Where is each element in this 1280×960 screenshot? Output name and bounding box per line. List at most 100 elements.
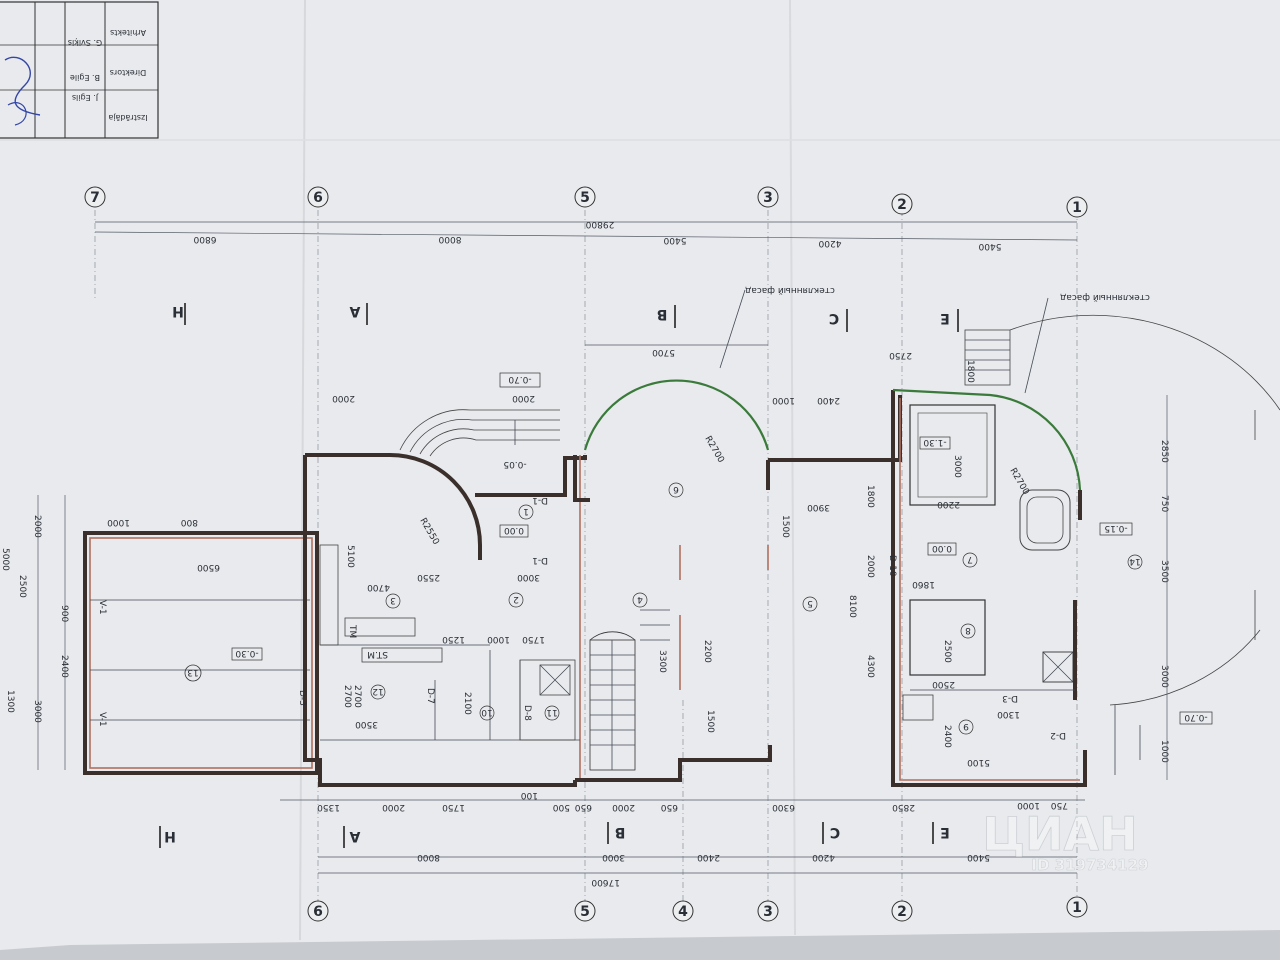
door-label: D-1 xyxy=(532,555,548,565)
title-row-architect: Arhitekts xyxy=(110,28,146,37)
room-number: 11 xyxy=(546,707,557,717)
door-label: D-3 xyxy=(1002,693,1018,703)
door-label: D-1 xyxy=(532,495,548,505)
equipment-label: V-1 xyxy=(97,712,107,727)
interior-dimensions: 5700 2000 2000 2400 1000 2750 1800 5100 … xyxy=(332,344,1169,780)
dim-bottom-detail: 2850 xyxy=(892,802,915,812)
axis-label-top: 7 xyxy=(90,190,100,206)
level-mark: -0.05 xyxy=(503,459,526,469)
level-mark: -0.30 xyxy=(235,648,259,658)
dim-inner: 3000 xyxy=(32,700,42,723)
dim-top-segment: 4200 xyxy=(818,238,841,248)
dim-inner: 2400 xyxy=(59,655,69,678)
room-number: 3 xyxy=(390,595,396,605)
top-axis-markers: 7 6 5 3 2 1 xyxy=(84,186,1088,218)
door-label: D-10 xyxy=(887,555,897,577)
section-mark: E xyxy=(940,824,950,840)
door-label: D-2 xyxy=(1050,730,1066,740)
room-number: 10 xyxy=(481,707,493,717)
dim-inner: 3000 xyxy=(952,455,962,478)
dim-inner: 2200 xyxy=(937,499,960,509)
level-mark: -1.30 xyxy=(923,437,947,447)
section-mark: E xyxy=(940,310,950,326)
dim-inner: 3300 xyxy=(657,650,667,673)
right-block xyxy=(891,314,1280,787)
dim-inner: 2700 xyxy=(352,685,362,708)
room-number: 13 xyxy=(187,667,198,677)
dim-inner: 1860 xyxy=(912,579,935,589)
dim-inner: 2000 xyxy=(332,393,355,403)
dim-inner: 5000 xyxy=(0,548,10,571)
watermark: ЦИАН ID 319734129 xyxy=(982,807,1149,875)
dim-top-segment: 5400 xyxy=(663,235,686,245)
room-number: 4 xyxy=(637,594,643,604)
title-row-developer: Izstrādāja xyxy=(108,113,147,122)
dim-bottom-detail: 2000 xyxy=(612,802,635,812)
dim-bottom-detail: 650 xyxy=(661,802,678,812)
dim-bottom-detail: 500 xyxy=(553,802,570,812)
room-number: 6 xyxy=(673,484,679,494)
room-number-circle xyxy=(184,664,202,682)
dim-inner: 3000 xyxy=(1159,665,1169,688)
door-label: D-7 xyxy=(425,688,435,704)
dim-inner: 1300 xyxy=(997,709,1020,719)
dim-inner: 6500 xyxy=(197,562,220,572)
bottom-axis-markers: 6 5 4 3 2 1 xyxy=(307,896,1088,922)
dim-top-segment: 5400 xyxy=(978,241,1001,251)
glass-facade-arc xyxy=(892,388,1082,491)
dim-inner: 2500 xyxy=(942,640,952,663)
dim-inner: 2200 xyxy=(702,640,712,663)
bottom-dimension-chain: 8000 3000 2400 4200 5400 17600 1350 2000… xyxy=(280,790,1085,887)
level-marks: -0.70 -0.05 0.00 0.00 -0.15 -0.70 -1.30 xyxy=(499,372,1213,725)
section-mark: C xyxy=(829,310,839,326)
equipment-label: TM xyxy=(347,624,357,638)
dim-inner: 1800 xyxy=(865,485,875,508)
room-number: 5 xyxy=(807,598,813,608)
axis-label-bottom: 4 xyxy=(678,904,688,920)
room-number: 14 xyxy=(1129,556,1141,566)
room-number: 9 xyxy=(963,721,969,731)
note-glass-facade-2: стеклянный фасад xyxy=(1060,292,1150,302)
dim-inner: 2400 xyxy=(817,395,840,405)
dim-inner: 1500 xyxy=(705,710,715,733)
dim-inner: 2850 xyxy=(1159,440,1169,463)
top-dimension-chain: 29800 6800 8000 5400 4200 5400 xyxy=(94,219,1078,251)
axis-label-bottom: 1 xyxy=(1072,900,1082,916)
central-block xyxy=(303,379,902,787)
dim-top-segment: 6800 xyxy=(193,234,216,244)
dim-inner: 1000 xyxy=(107,517,130,527)
room-number: 2 xyxy=(513,594,519,604)
dim-inner: 2500 xyxy=(17,575,27,598)
dim-inner: 1000 xyxy=(772,395,795,405)
level-mark: 0.00 xyxy=(504,525,524,535)
title-name-architect: B. Egile xyxy=(70,73,100,82)
section-mark: H xyxy=(164,828,176,844)
dim-inner: 2400 xyxy=(942,725,952,748)
dim-inner: 1000 xyxy=(1159,740,1169,763)
section-mark: C xyxy=(830,824,840,840)
dim-bottom-detail: 2000 xyxy=(382,802,405,812)
paper-fold xyxy=(789,0,796,936)
title-name-developer: G. Sviķis xyxy=(68,37,102,47)
axis-label-bottom: 6 xyxy=(313,904,323,920)
dim-bottom-detail: 1000 xyxy=(1017,800,1040,810)
door-labels: D-1 D-1 D-2 D-3 D-3 D-7 D-8 D-10 TM ST.M xyxy=(297,495,1066,740)
dim-inner: 2100 xyxy=(462,692,472,715)
dim-bottom-detail: 650 xyxy=(575,802,592,812)
room-number: 8 xyxy=(965,625,971,635)
equipment-label: V-1 xyxy=(97,600,107,615)
axis-label-bottom: 2 xyxy=(897,904,907,920)
axis-label-top: 5 xyxy=(580,190,590,206)
dim-bottom-segment: 4200 xyxy=(812,852,835,862)
room-numbers: 1 2 3 4 5 6 7 8 9 10 11 12 14 xyxy=(370,482,1143,735)
axis-label-bottom: 3 xyxy=(763,904,773,920)
level-mark: -0.70 xyxy=(508,374,532,384)
dim-inner: 2000 xyxy=(32,515,42,538)
dim-bottom-segment: 2400 xyxy=(697,852,720,862)
dim-inner: 3500 xyxy=(355,719,378,729)
axis-label-top: 1 xyxy=(1072,200,1082,216)
section-marks-bottom: H A B C E xyxy=(159,822,950,848)
